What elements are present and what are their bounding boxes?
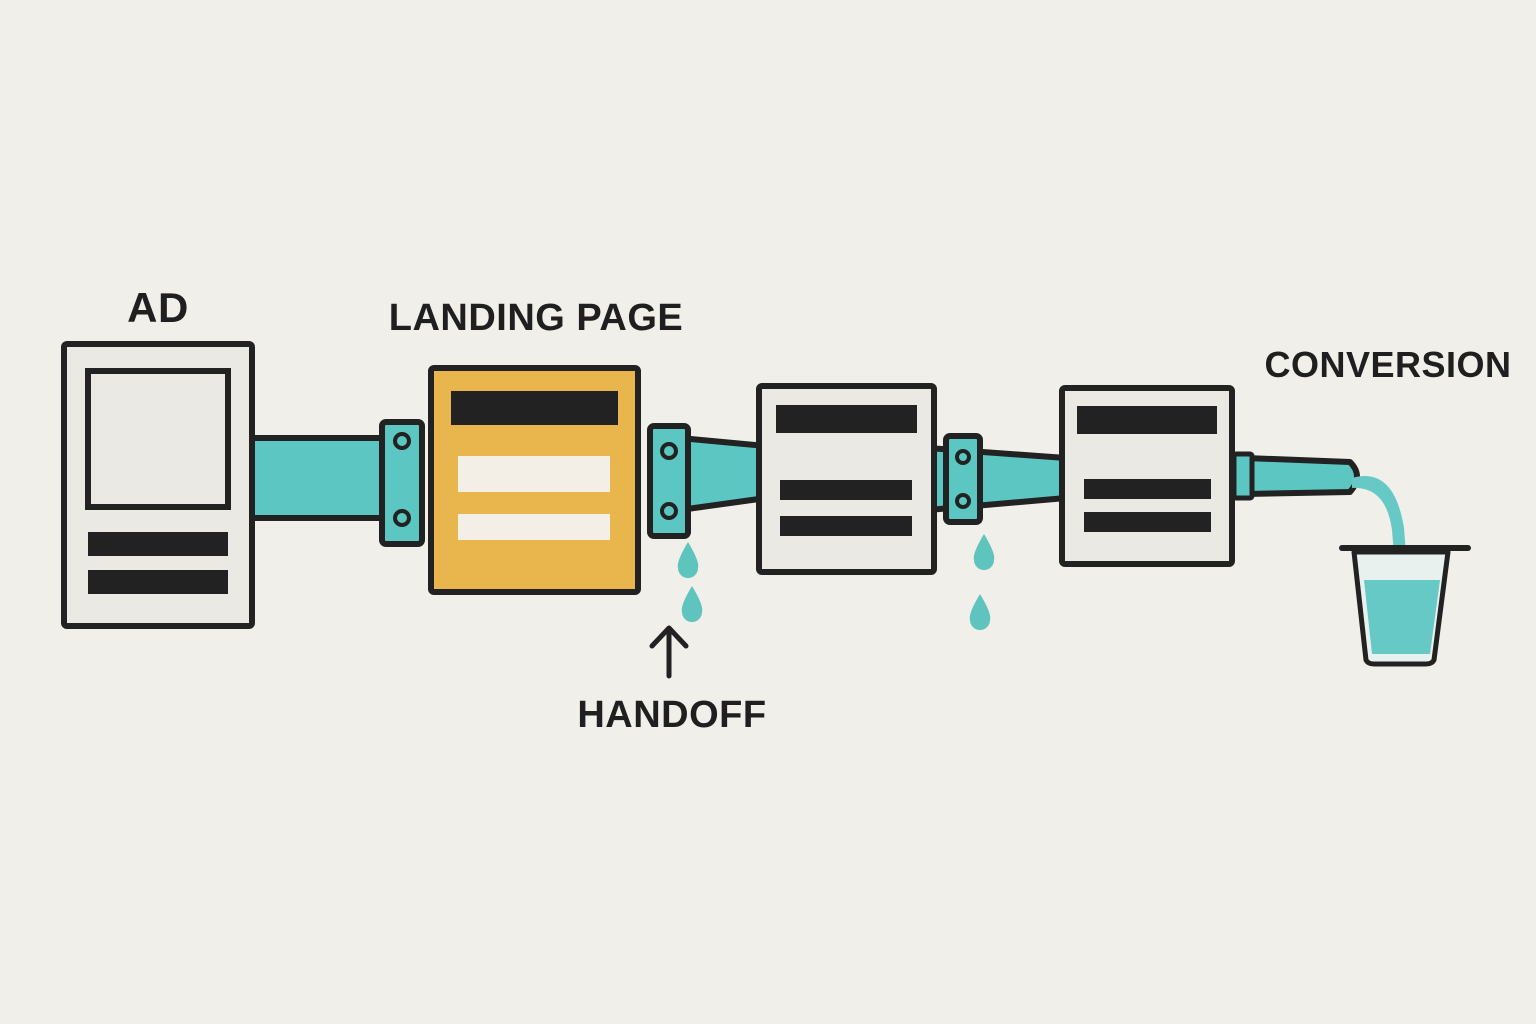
landing-page-field <box>458 514 610 540</box>
pipe-segment-4 <box>1243 455 1360 497</box>
arrow-up-icon <box>649 625 689 679</box>
step-4-text-bar <box>1084 479 1211 499</box>
step-3-heading-bar <box>776 405 917 433</box>
cup-water-fill <box>1364 580 1440 654</box>
ad-label: AD <box>127 284 189 331</box>
landing-page-stage-box <box>428 365 641 595</box>
landing-page-heading-bar <box>451 391 618 425</box>
ad-text-bar <box>88 532 228 556</box>
leak-drops <box>677 534 995 630</box>
pipe-coupling-icon <box>943 433 983 525</box>
ad-stage-box <box>61 341 255 629</box>
water-drop-icon <box>677 542 699 578</box>
landing-page-label: LANDING PAGE <box>389 297 684 339</box>
pipe-coupling-icon <box>1231 451 1255 501</box>
cup-icon <box>1339 545 1471 667</box>
step-4-heading-bar <box>1077 406 1217 434</box>
water-drop-icon <box>969 594 991 630</box>
step-3-text-bar <box>780 480 912 500</box>
step-3-text-bar <box>780 516 912 536</box>
water-drop-icon <box>973 534 995 570</box>
pipe-segment-2 <box>677 435 769 513</box>
handoff-label: HANDOFF <box>577 694 766 736</box>
water-drop-icon <box>681 586 703 622</box>
step-4-stage-box <box>1059 385 1235 567</box>
pipe-couplings <box>379 419 1255 547</box>
pipe-coupling-icon <box>647 423 691 539</box>
step-3-stage-box <box>756 383 937 575</box>
step-4-text-bar <box>1084 512 1211 532</box>
ad-text-bar <box>88 570 228 594</box>
conversion-label: CONVERSION <box>1264 344 1511 385</box>
pipe-segments <box>243 435 1360 521</box>
landing-page-field <box>458 456 610 492</box>
pipe-segment-1 <box>243 435 391 521</box>
ad-image-placeholder <box>85 368 231 510</box>
pipe-coupling-icon <box>379 419 425 547</box>
